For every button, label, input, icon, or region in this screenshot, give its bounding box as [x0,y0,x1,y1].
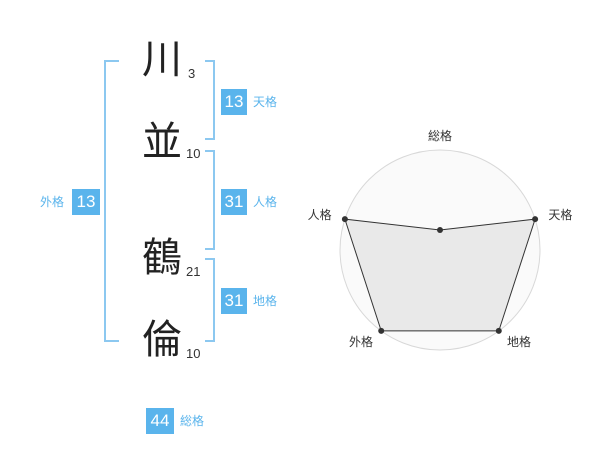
radar-series-polygon [344,218,536,332]
tenkaku-label: 天格 [253,95,278,109]
jinkaku-bracket [205,150,215,250]
radar-point-3 [378,327,385,334]
name-char-3: 鶴 [142,235,182,281]
radar-grid-ring [339,149,541,351]
radar-axis-label-4: 人格 [308,207,332,222]
stroke-count-4: 10 [186,346,201,361]
gaikaku-badge: 13 [72,189,100,215]
chikaku-label: 地格 [253,294,278,308]
stroke-count-2: 10 [186,146,201,161]
radar-axis-label-2: 地格 [507,334,531,349]
radar-point-2 [495,327,502,334]
name-char-1: 川 [142,37,182,83]
name-char-2: 並 [142,119,182,165]
soukaku-label: 総格 [180,414,205,428]
stroke-count-3: 21 [186,264,201,279]
radar-point-0 [437,227,443,233]
chikaku-badge: 31 [221,288,247,314]
jinkaku-label: 人格 [253,195,278,209]
gaikaku-label: 外格 [40,195,65,209]
radar-axis-label-1: 天格 [548,207,572,222]
radar-axis-label-3: 外格 [349,334,373,349]
stroke-count-1: 3 [188,66,196,81]
soukaku-badge: 44 [146,408,174,434]
name-char-4: 倫 [142,317,182,363]
radar-point-4 [341,216,348,223]
radar-point-1 [532,216,539,223]
gaikaku-bracket [104,60,119,342]
radar-axis-label-0: 総格 [428,128,452,143]
tenkaku-bracket [205,60,215,140]
chikaku-bracket [205,258,215,342]
jinkaku-badge: 31 [221,189,247,215]
tenkaku-badge: 13 [221,89,247,115]
